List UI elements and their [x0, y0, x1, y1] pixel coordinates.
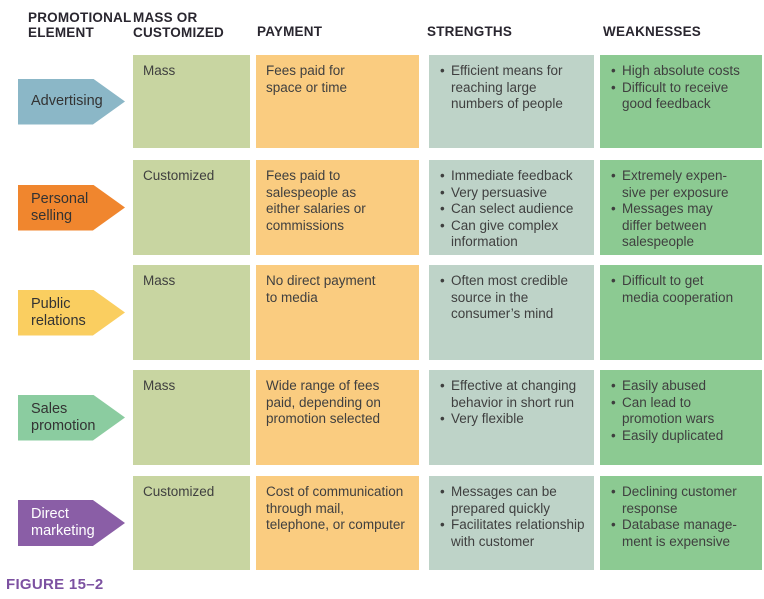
promo-arrow-direct-marketing: Direct marketing	[18, 500, 125, 546]
mass-value: Mass	[143, 273, 176, 288]
weakness-item: Declining customer response	[610, 484, 754, 517]
mass-value: Customized	[143, 168, 215, 183]
payment-value: Fees paid for space or time	[266, 63, 348, 95]
promo-arrow-advertising: Advertising	[18, 78, 125, 125]
payment-cell: Wide range of fees paid, depending on pr…	[256, 370, 419, 465]
table-row-sales-promotion: Sales promotion Mass Wide range of fees …	[0, 370, 764, 465]
mass-cell: Customized	[133, 160, 250, 255]
table-row-direct-marketing: Direct marketing Customized Cost of comm…	[0, 476, 764, 570]
strength-item: Can select audience	[439, 201, 586, 218]
strengths-cell: Effective at changing behavior in short …	[429, 370, 594, 465]
column-header-weaknesses: WEAKNESSES	[603, 24, 702, 39]
figure-caption: FIGURE 15–2	[6, 576, 104, 593]
promo-arrow-label: Direct marketing	[31, 506, 95, 539]
payment-cell: Fees paid for space or time	[256, 55, 419, 148]
strength-item: Facilitates relationship with customer	[439, 517, 586, 550]
weaknesses-cell: Easily abused Can lead to promotion wars…	[600, 370, 762, 465]
mass-value: Customized	[143, 484, 215, 499]
table-row-advertising: Advertising Mass Fees paid for space or …	[0, 55, 764, 148]
strengths-cell: Immediate feedback Very persuasive Can s…	[429, 160, 594, 255]
mass-value: Mass	[143, 63, 176, 78]
weaknesses-cell: Extremely expen- sive per exposure Messa…	[600, 160, 762, 255]
weakness-item: Database manage- ment is expensive	[610, 517, 754, 550]
weakness-item: Difficult to get media cooperation	[610, 273, 754, 306]
weaknesses-cell: Difficult to get media cooperation	[600, 265, 762, 360]
column-header-strengths: STRENGTHS	[427, 24, 513, 39]
weakness-item: Easily duplicated	[610, 428, 754, 445]
strength-item: Effective at changing behavior in short …	[439, 378, 586, 411]
promo-arrow-label: Personal selling	[31, 190, 89, 224]
promo-arrow-label: Advertising	[31, 93, 103, 109]
weakness-item: Messages may differ between salespeople	[610, 201, 754, 251]
table-row-public-relations: Public relations Mass No direct payment …	[0, 265, 764, 360]
mass-cell: Mass	[133, 370, 250, 465]
strength-item: Very persuasive	[439, 185, 586, 202]
strength-item: Immediate feedback	[439, 168, 586, 185]
mass-cell: Mass	[133, 55, 250, 148]
weakness-item: Can lead to promotion wars	[610, 395, 754, 428]
weaknesses-cell: Declining customer response Database man…	[600, 476, 762, 570]
column-header-mass-or-customized: MASS OR CUSTOMIZED	[133, 10, 225, 40]
strength-item: Very flexible	[439, 411, 586, 428]
weaknesses-cell: High absolute costs Difficult to receive…	[600, 55, 762, 148]
strength-item: Can give complex information	[439, 218, 586, 251]
mass-cell: Customized	[133, 476, 250, 570]
payment-value: Cost of communication through mail, tele…	[266, 484, 405, 532]
strengths-cell: Messages can be prepared quickly Facilit…	[429, 476, 594, 570]
column-header-promotional-element: PROMOTIONAL ELEMENT	[28, 10, 132, 40]
weakness-item: Extremely expen- sive per exposure	[610, 168, 754, 201]
payment-cell: Cost of communication through mail, tele…	[256, 476, 419, 570]
payment-value: Wide range of fees paid, depending on pr…	[266, 378, 381, 426]
promo-arrow-label: Public relations	[31, 295, 86, 329]
mass-cell: Mass	[133, 265, 250, 360]
payment-value: No direct payment to media	[266, 273, 376, 305]
strength-item: Messages can be prepared quickly	[439, 484, 586, 517]
promo-arrow-label: Sales promotion	[31, 400, 96, 434]
strength-item: Efficient means for reaching large numbe…	[439, 63, 586, 113]
column-header-payment: PAYMENT	[257, 24, 323, 39]
weakness-item: Easily abused	[610, 378, 754, 395]
mass-value: Mass	[143, 378, 176, 393]
weakness-item: High absolute costs	[610, 63, 754, 80]
payment-value: Fees paid to salespeople as either salar…	[266, 168, 366, 233]
strength-item: Often most credible source in the consum…	[439, 273, 586, 323]
weakness-item: Difficult to receive good feedback	[610, 80, 754, 113]
promo-arrow-public-relations: Public relations	[18, 289, 125, 336]
promo-arrow-sales-promotion: Sales promotion	[18, 394, 125, 441]
payment-cell: No direct payment to media	[256, 265, 419, 360]
strengths-cell: Often most credible source in the consum…	[429, 265, 594, 360]
strengths-cell: Efficient means for reaching large numbe…	[429, 55, 594, 148]
payment-cell: Fees paid to salespeople as either salar…	[256, 160, 419, 255]
table-row-personal-selling: Personal selling Customized Fees paid to…	[0, 160, 764, 255]
promo-arrow-personal-selling: Personal selling	[18, 184, 125, 231]
